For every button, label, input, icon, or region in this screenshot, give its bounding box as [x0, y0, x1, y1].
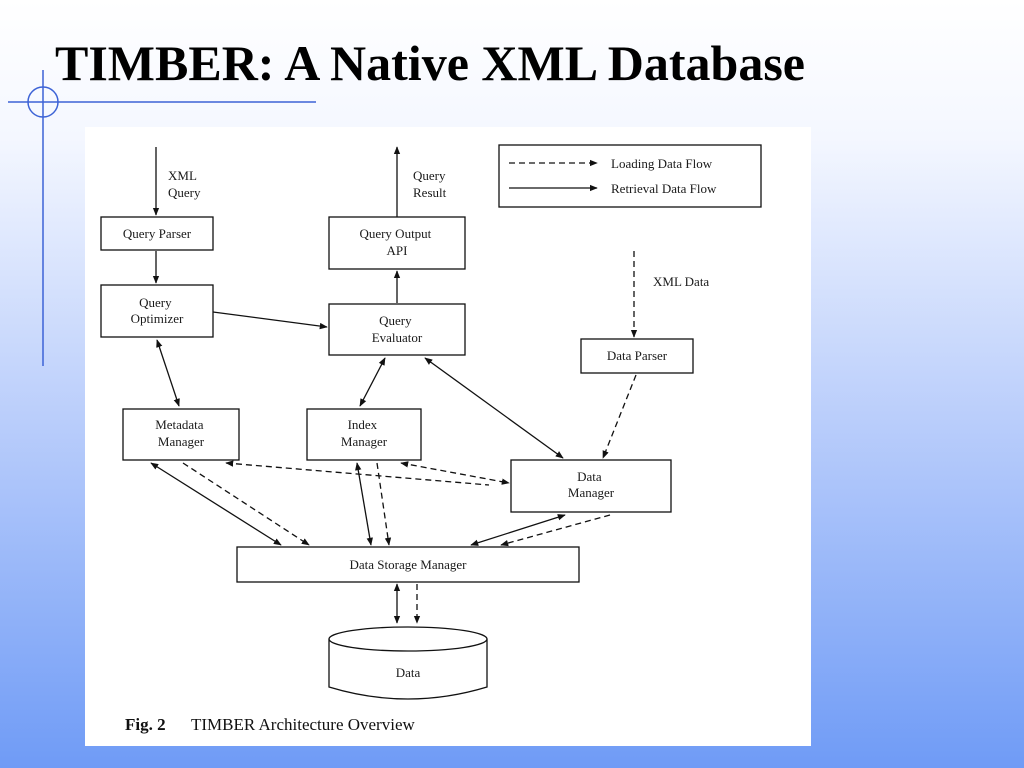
- svg-text:Metadata Manager: Metadata Manager: [155, 417, 207, 449]
- loading-edges: [182, 251, 638, 624]
- svg-text:Data Manager: Data Manager: [568, 469, 615, 500]
- retrieval-edges: [150, 146, 566, 624]
- architecture-figure: Loading Data Flow Retrieval Data Flow XM…: [85, 127, 811, 746]
- svg-text:Data Storage Manager: Data Storage Manager: [350, 557, 468, 572]
- query-parser-node: Query Parser: [100, 216, 214, 251]
- data-store-node: Data: [328, 626, 488, 700]
- legend-retrieval-label: Retrieval Data Flow: [611, 181, 717, 196]
- xml-query-label: XML Query: [168, 168, 201, 200]
- query-evaluator-node: Query Evaluator: [328, 303, 466, 356]
- caption-text: TIMBER Architecture Overview: [191, 715, 415, 734]
- crosshair-decoration: [8, 70, 316, 366]
- svg-text:Data Parser: Data Parser: [607, 348, 668, 363]
- svg-text:Data: Data: [396, 665, 421, 680]
- caption-label: Fig. 2: [125, 715, 166, 734]
- data-storage-manager-node: Data Storage Manager: [236, 546, 580, 583]
- query-result-label: Query Result: [413, 168, 449, 200]
- xml-data-label: XML Data: [653, 274, 709, 289]
- svg-text:Query Evaluator: Query Evaluator: [372, 313, 423, 345]
- svg-text:Query Optimizer: Query Optimizer: [131, 295, 184, 326]
- svg-text:Query Output API: Query Output API: [359, 226, 434, 258]
- legend-loading-label: Loading Data Flow: [611, 156, 713, 171]
- data-parser-node: Data Parser: [580, 338, 694, 374]
- architecture-diagram: Loading Data Flow Retrieval Data Flow XM…: [100, 144, 762, 734]
- metadata-manager-node: Metadata Manager: [122, 408, 240, 461]
- index-manager-node: Index Manager: [306, 408, 422, 461]
- svg-text:Index Manager: Index Manager: [341, 417, 388, 449]
- legend: Loading Data Flow Retrieval Data Flow: [498, 144, 762, 208]
- page-title: TIMBER: A Native XML Database: [55, 35, 805, 91]
- data-manager-node: Data Manager: [510, 459, 672, 513]
- query-output-api-node: Query Output API: [328, 216, 466, 270]
- svg-text:Query Parser: Query Parser: [123, 226, 192, 241]
- query-optimizer-node: Query Optimizer: [100, 284, 214, 338]
- figure-caption: Fig. 2 TIMBER Architecture Overview: [125, 715, 415, 734]
